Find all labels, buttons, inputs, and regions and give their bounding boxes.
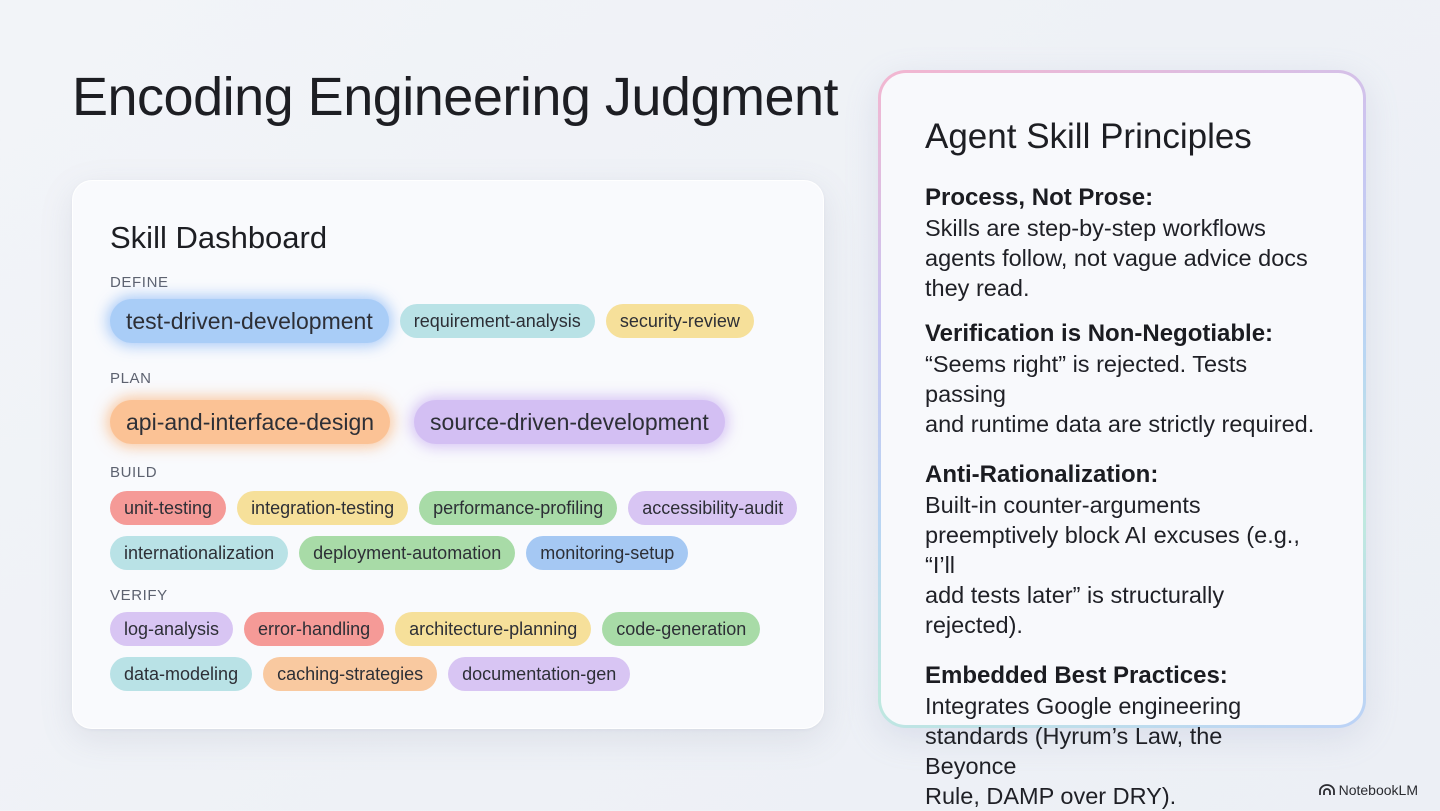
principle-anti-rationalization: Anti-Rationalization: Built-in counter-a…: [925, 460, 1319, 640]
principle-heading: Verification is Non-Negotiable:: [925, 320, 1274, 347]
section-label-build: BUILD: [110, 464, 158, 481]
principle-verification: Verification is Non-Negotiable: “Seems r…: [925, 319, 1319, 439]
skill-chip[interactable]: test-driven-development: [110, 299, 389, 343]
skill-chip[interactable]: documentation-gen: [448, 657, 631, 691]
skill-chip[interactable]: architecture-planning: [395, 612, 592, 646]
skill-chip[interactable]: requirement-analysis: [399, 304, 595, 338]
chip-row-build-2: internationalization deployment-automati…: [110, 536, 787, 570]
principles-card: Agent Skill Principles Process, Not Pros…: [878, 70, 1366, 809]
principle-heading: Embedded Best Practices:: [925, 662, 1228, 689]
skill-chip[interactable]: monitoring-setup: [526, 536, 689, 570]
skill-chip[interactable]: api-and-interface-design: [110, 400, 391, 444]
dashboard-title: Skill Dashboard: [110, 220, 328, 255]
chip-row-define: test-driven-development requirement-anal…: [110, 299, 787, 343]
skill-chip[interactable]: internationalization: [110, 536, 289, 570]
principle-body-line: preemptively block AI excuses (e.g., “I’…: [925, 522, 1300, 578]
skill-dashboard-card: Skill Dashboard DEFINE test-driven-devel…: [72, 180, 824, 729]
section-label-plan: PLAN: [110, 370, 152, 387]
skill-chip[interactable]: source-driven-development: [414, 400, 725, 444]
skill-chip[interactable]: code-generation: [602, 612, 761, 646]
skill-chip[interactable]: accessibility-audit: [628, 491, 798, 525]
principle-body-line: agents follow, not vague advice docs: [925, 245, 1308, 271]
principle-heading: Process, Not Prose:: [925, 184, 1154, 211]
chip-row-plan: api-and-interface-design source-driven-d…: [110, 400, 787, 444]
skill-chip[interactable]: performance-profiling: [419, 491, 618, 525]
chip-row-verify-1: log-analysis error-handling architecture…: [110, 612, 787, 646]
brand-label: NotebookLM: [1338, 782, 1418, 798]
principle-body-line: Integrates Google engineering: [925, 693, 1242, 719]
skill-chip[interactable]: deployment-automation: [299, 536, 516, 570]
skill-chip[interactable]: data-modeling: [110, 657, 253, 691]
notebooklm-brand: NotebookLM: [1318, 782, 1418, 798]
section-label-verify: VERIFY: [110, 587, 168, 604]
principle-body-line: Built-in counter-arguments: [925, 492, 1201, 518]
principle-best-practices: Embedded Best Practices: Integrates Goog…: [925, 661, 1319, 811]
page-title: Encoding Engineering Judgment: [72, 67, 839, 127]
principle-body-line: add tests later” is structurally rejecte…: [925, 582, 1225, 638]
principle-body-line: “Seems right” is rejected. Tests passing: [925, 351, 1248, 407]
principle-heading: Anti-Rationalization:: [925, 461, 1159, 488]
section-label-define: DEFINE: [110, 274, 169, 291]
skill-chip[interactable]: log-analysis: [110, 612, 234, 646]
principle-process: Process, Not Prose: Skills are step-by-s…: [925, 183, 1319, 303]
principles-title: Agent Skill Principles: [925, 117, 1252, 156]
principle-body-line: Rule, DAMP over DRY).: [925, 783, 1177, 809]
chip-row-build-1: unit-testing integration-testing perform…: [110, 491, 798, 525]
principle-body-line: standards (Hyrum’s Law, the Beyonce: [925, 723, 1223, 779]
skill-chip[interactable]: security-review: [605, 304, 754, 338]
principle-body-line: Skills are step-by-step workflows: [925, 215, 1266, 241]
principle-body-line: and runtime data are strictly required.: [925, 411, 1315, 437]
principle-body-line: they read.: [925, 275, 1030, 301]
notebooklm-logo-icon: [1318, 784, 1335, 795]
skill-chip[interactable]: error-handling: [244, 612, 385, 646]
skill-chip[interactable]: integration-testing: [237, 491, 409, 525]
skill-chip[interactable]: unit-testing: [110, 491, 227, 525]
skill-chip[interactable]: caching-strategies: [263, 657, 438, 691]
chip-row-verify-2: data-modeling caching-strategies documen…: [110, 657, 787, 691]
